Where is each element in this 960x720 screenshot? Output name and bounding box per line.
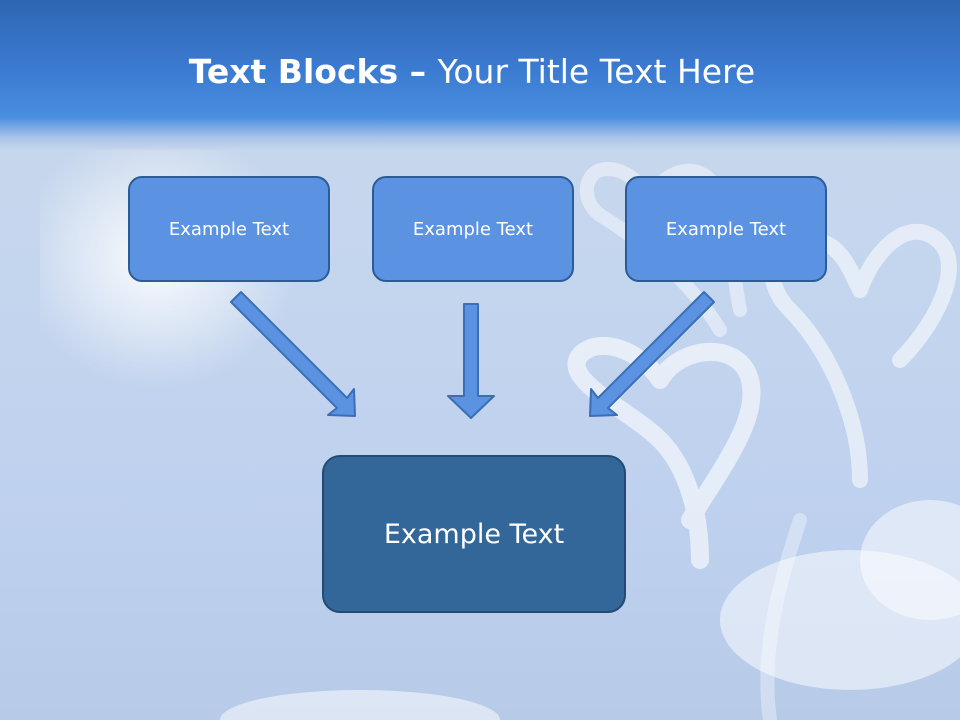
text-block-top-center-label: Example Text: [412, 218, 534, 240]
cloud-bottom-far: [860, 500, 960, 620]
arrow-center-down: [447, 303, 495, 419]
title-bar: [0, 0, 960, 150]
text-block-top-center[interactable]: Example Text: [372, 176, 574, 282]
slide-title: Text Blocks – Your Title Text Here: [0, 52, 944, 91]
title-rest: Your Title Text Here: [437, 52, 756, 91]
cloud-bottom-left: [220, 690, 500, 720]
arrow-left-diagonal: [230, 291, 356, 417]
text-block-top-left-label: Example Text: [168, 218, 290, 240]
arrow-right-diagonal: [589, 291, 715, 417]
text-block-top-right-label: Example Text: [665, 218, 787, 240]
title-bold-part: Text Blocks: [188, 52, 399, 91]
cloud-heart-center: [567, 337, 761, 569]
text-block-bottom-label: Example Text: [383, 518, 565, 550]
text-block-top-left[interactable]: Example Text: [128, 176, 330, 282]
text-block-bottom[interactable]: Example Text: [322, 455, 626, 613]
title-dash: –: [398, 52, 438, 91]
cloud-heart-right: [764, 223, 957, 488]
text-block-top-right[interactable]: Example Text: [625, 176, 827, 282]
